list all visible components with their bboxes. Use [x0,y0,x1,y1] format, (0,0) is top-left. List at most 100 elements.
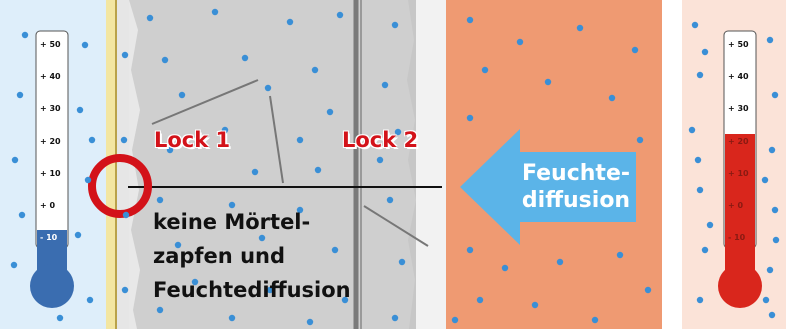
moisture-dot [228,201,236,209]
moisture-dot [761,176,769,184]
moisture-dot [11,156,19,164]
moisture-dot [306,318,314,326]
moisture-dot [762,296,770,304]
moisture-dot [766,266,774,274]
thermometer-left-fill [37,230,67,270]
moisture-dot [156,306,164,314]
moisture-dot [56,314,64,322]
render-layer [117,0,129,329]
moisture-dot [631,46,639,54]
moisture-dot [766,36,774,44]
moisture-dot [696,71,704,79]
moisture-dot [501,264,509,272]
moisture-dot [466,246,474,254]
thermometer-right [718,30,762,308]
moisture-dot [696,296,704,304]
moisture-dot [174,241,182,249]
moisture-dot [476,296,484,304]
thermometer-left [30,30,74,308]
moisture-dot [394,128,402,136]
moisture-dot [481,66,489,74]
moisture-dot [771,206,779,214]
moisture-dot [466,16,474,24]
moisture-dot [296,136,304,144]
right-tick: + 30 [728,104,749,113]
moisture-dot [286,18,294,26]
moisture-dot [166,146,174,154]
moisture-dot [466,114,474,122]
moisture-dot [16,91,24,99]
moisture-diffusion-arrow [460,129,636,245]
moisture-dot [531,301,539,309]
moisture-dot [120,136,128,144]
moisture-dot [251,168,259,176]
moisture-dots [10,8,780,326]
moisture-dot [544,78,552,86]
moisture-dot [326,108,334,116]
crack [363,205,429,247]
moisture-dot [84,176,92,184]
weak-spot-marker [88,154,152,218]
caption-line: keine Mörtel- [153,210,311,234]
moisture-dot [381,81,389,89]
crack [151,79,259,125]
moisture-dot [516,38,524,46]
moisture-dot [178,91,186,99]
moisture-dot [241,54,249,62]
right-tick: + 20 [728,137,749,146]
right-tick: + 50 [728,40,749,49]
right-tick: + 0 [728,201,744,210]
moisture-dot [694,156,702,164]
wall-wavy-right-edge [407,0,416,329]
moisture-dot [341,296,349,304]
moisture-dot [608,94,616,102]
gap-strip [416,0,446,329]
moisture-dot [398,258,406,266]
moisture-dot [81,41,89,49]
thermometer-right-fill [725,134,755,274]
moisture-dot [644,286,652,294]
moisture-dot [772,236,780,244]
moisture-dot [376,156,384,164]
lock-1-label: Lock 1 [154,128,231,152]
moisture-dot [701,48,709,56]
moisture-dot [86,296,94,304]
moisture-dot [121,51,129,59]
moisture-dot [386,196,394,204]
left-tick: - 10 [40,233,58,242]
caption-line: Feuchtediffusion [153,278,351,302]
moisture-dot [391,314,399,322]
moisture-dot [76,106,84,114]
thermometer-right-bulb [718,264,762,308]
moisture-dot [161,56,169,64]
moisture-dot [771,91,779,99]
moisture-dot [691,21,699,29]
moisture-dot [122,211,130,219]
moisture-dot [146,14,154,22]
moisture-dot [336,11,344,19]
moisture-dot [266,286,274,294]
moisture-dot [556,258,564,266]
right-tick: - 10 [728,233,746,242]
moisture-dot [591,316,599,324]
white-gap [662,0,682,329]
arrow-label: Feuchte- diffusion [496,160,656,214]
moisture-dot [121,286,129,294]
caption: keine Mörtel- zapfen und Feuchtediffusio… [153,205,351,307]
left-tick: + 50 [40,40,61,49]
moisture-dot [331,246,339,254]
right-tick: + 40 [728,72,749,81]
moisture-dot [296,206,304,214]
left-tick: + 10 [40,169,61,178]
caption-line: zapfen und [153,244,285,268]
moisture-dot [21,31,29,39]
moisture-dot [211,8,219,16]
moisture-dot [10,261,18,269]
moisture-dot [576,24,584,32]
arrow-label-line: Feuchte- [522,161,630,186]
moisture-dot [221,126,229,134]
crack [269,95,284,184]
moisture-dot [191,278,199,286]
moisture-dot [616,251,624,259]
